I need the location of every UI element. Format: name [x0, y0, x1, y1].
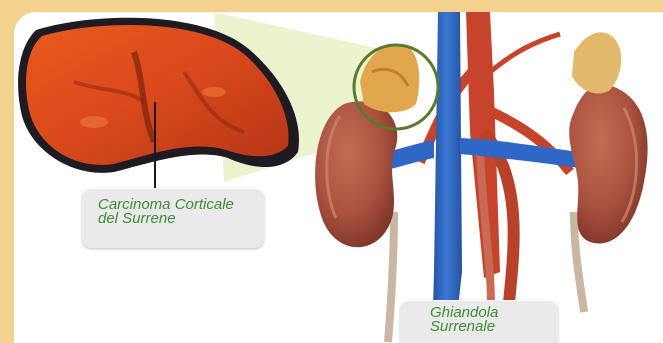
adrenal-label-line2: Surrenale	[430, 320, 495, 334]
adrenal-gland-label: Ghiandola Surrenale	[400, 300, 558, 343]
carcinoma-label: Carcinoma Corticale del Surrene	[82, 188, 264, 248]
illustration-frame: Carcinoma Corticale del Surrene Ghiandol…	[14, 12, 663, 343]
carcinoma-label-line2: del Surrene	[98, 212, 176, 226]
medical-illustration	[14, 12, 663, 343]
